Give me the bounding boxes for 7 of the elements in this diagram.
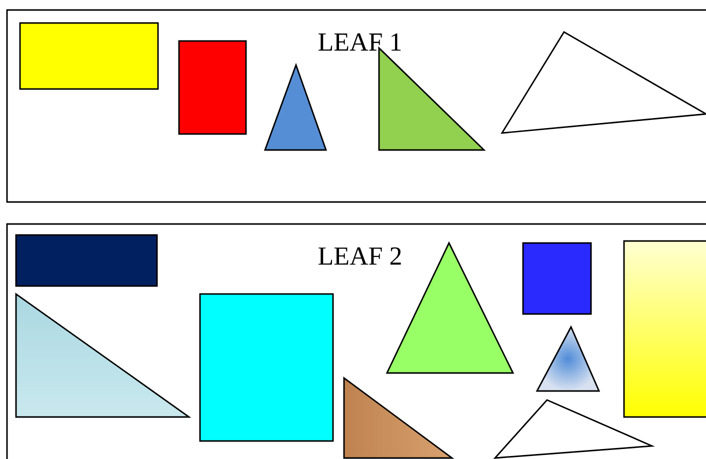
panel: LEAF 2 (6, 223, 706, 459)
rectangle-shape (178, 40, 247, 135)
rectangle-shape (15, 234, 158, 287)
rectangle-shape (199, 293, 334, 442)
rectangle-shape (522, 242, 592, 315)
rectangle-shape (19, 22, 159, 90)
panel: LEAF 1 (6, 9, 706, 203)
